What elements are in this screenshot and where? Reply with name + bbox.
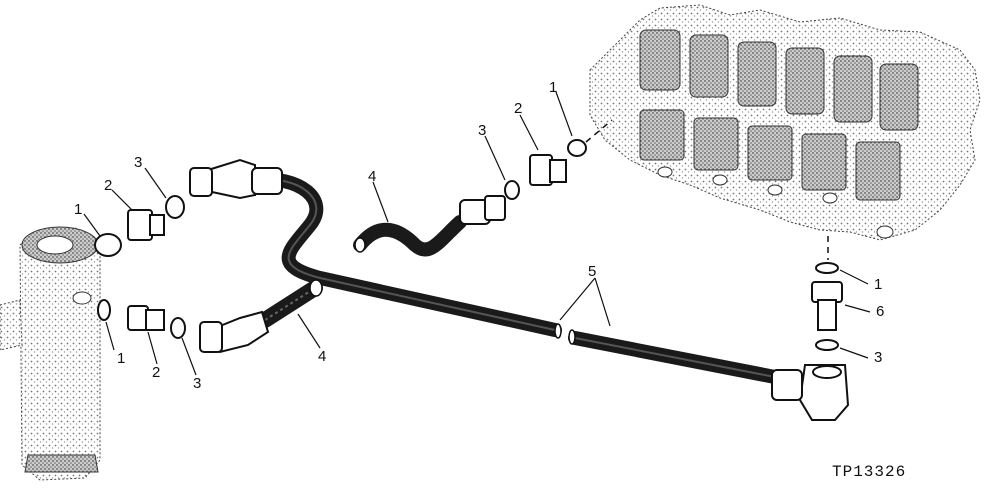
callout-1: 1 bbox=[874, 276, 882, 293]
callout-4: 4 bbox=[368, 168, 376, 185]
callout-1: 1 bbox=[74, 201, 82, 218]
upper-left-elbow bbox=[189, 158, 283, 200]
callout-1: 1 bbox=[549, 79, 557, 96]
callout-5: 5 bbox=[588, 263, 596, 280]
left-top-fittings bbox=[94, 195, 185, 257]
callout-3: 3 bbox=[874, 349, 882, 366]
figure-id: TP13326 bbox=[832, 463, 906, 481]
callout-2: 2 bbox=[104, 177, 112, 194]
callout-3: 3 bbox=[134, 154, 142, 171]
control-valve-block bbox=[589, 4, 981, 241]
callout-6: 6 bbox=[876, 303, 884, 320]
callout-2: 2 bbox=[514, 100, 522, 117]
lower-hose-4 bbox=[199, 279, 323, 354]
callout-3: 3 bbox=[193, 375, 201, 392]
left-bottom-fittings bbox=[97, 299, 186, 339]
callout-3: 3 bbox=[478, 122, 486, 139]
tube-5 bbox=[248, 172, 787, 385]
tube-5-break bbox=[554, 323, 576, 345]
leader-lines bbox=[83, 91, 871, 376]
callout-1: 1 bbox=[117, 350, 125, 367]
upper-hose-4 bbox=[353, 195, 506, 257]
valve-fittings bbox=[504, 139, 587, 200]
callout-labels: 1 2 3 1 2 3 4 4 3 2 1 5 1 6 3 bbox=[74, 79, 884, 392]
callout-4: 4 bbox=[318, 348, 326, 365]
callout-2: 2 bbox=[152, 364, 160, 381]
filter-housing bbox=[0, 226, 101, 481]
right-fittings bbox=[771, 262, 850, 421]
